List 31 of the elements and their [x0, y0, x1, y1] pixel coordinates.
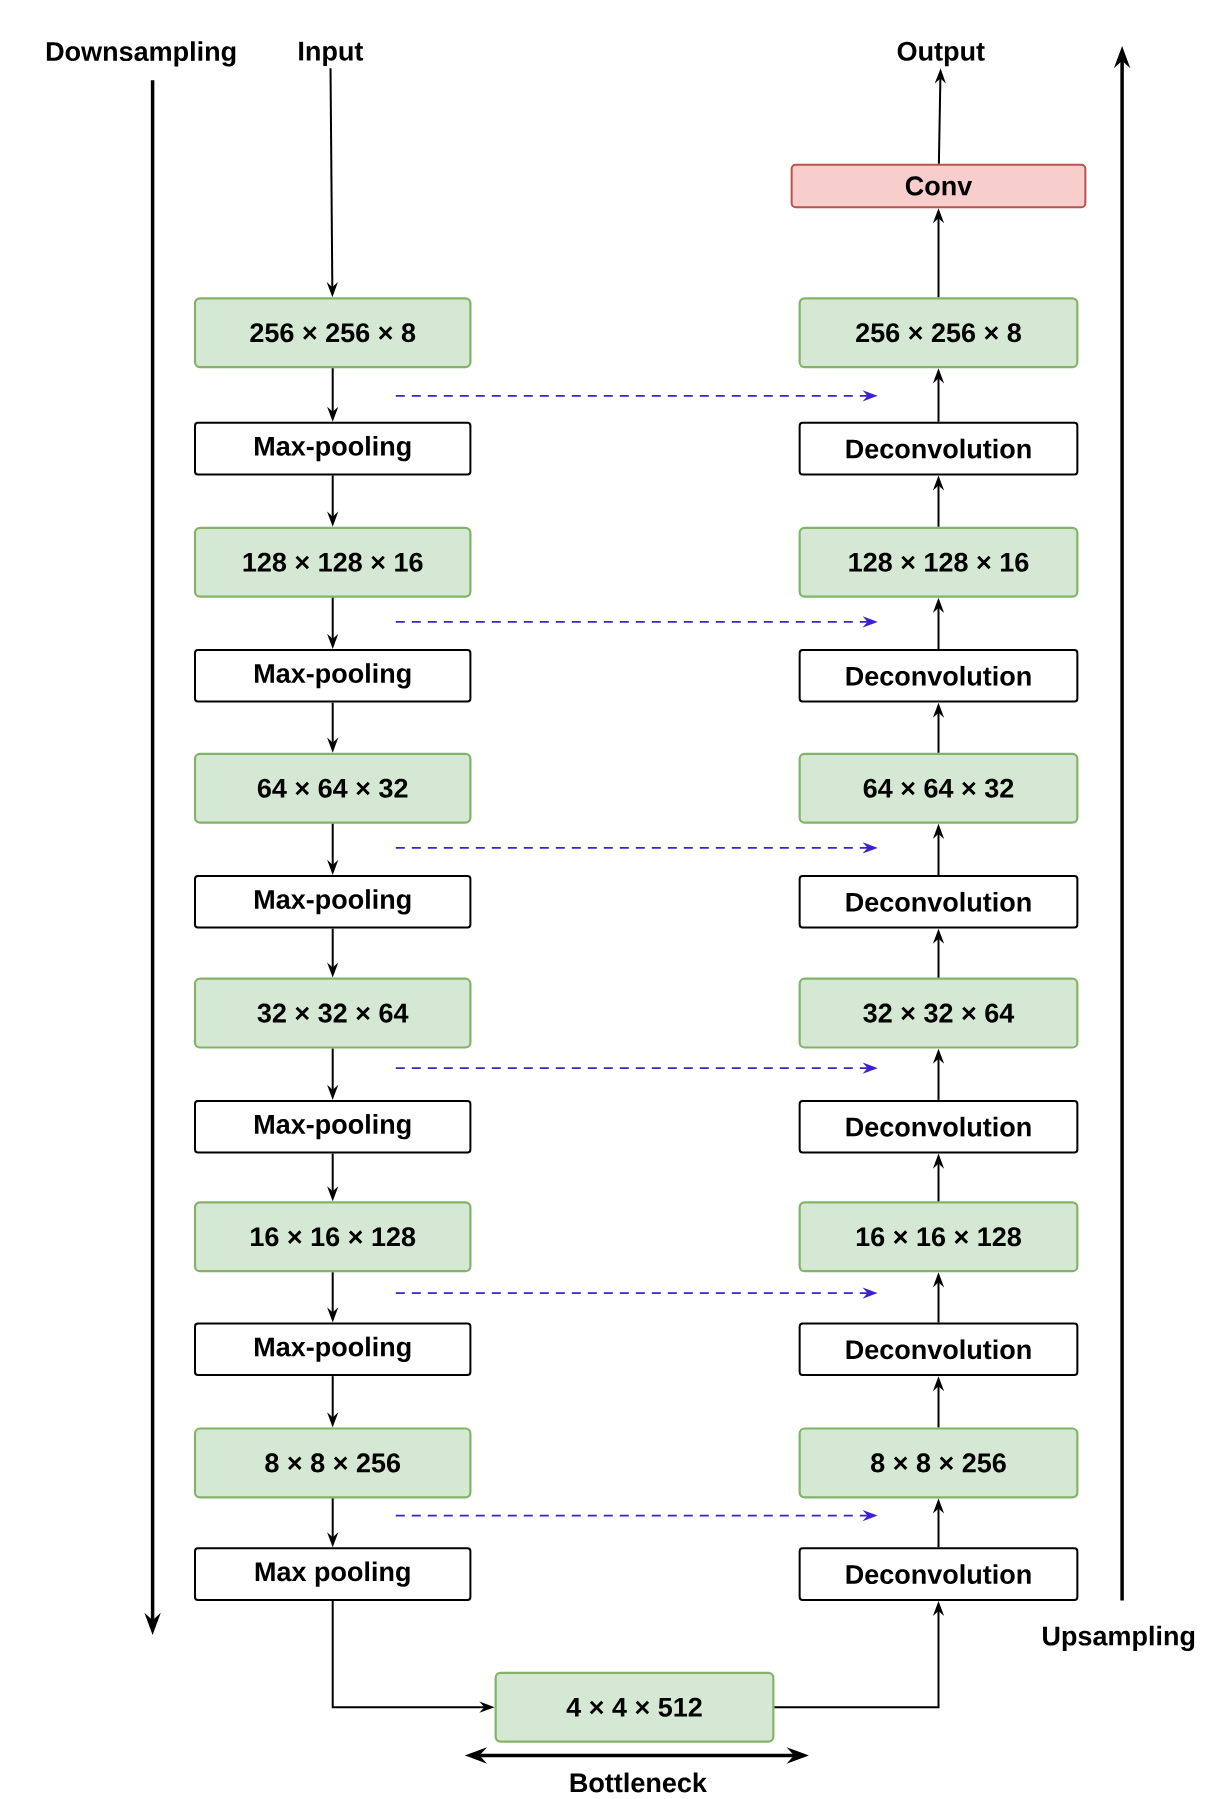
layer-box: Deconvolution: [798, 649, 1079, 703]
layer-box: Deconvolution: [798, 1322, 1079, 1377]
layer-box: Deconvolution: [798, 1547, 1079, 1601]
conv-box: Conv: [790, 163, 1087, 209]
feature-map-box: 16 × 16 × 128: [798, 1201, 1079, 1273]
feature-map-box: 64 × 64 × 32: [193, 752, 472, 824]
feature-map-box: 8 × 8 × 256: [798, 1427, 1079, 1499]
layer-box: Deconvolution: [798, 421, 1079, 476]
feature-map-box: 128 × 128 × 16: [193, 526, 472, 598]
feature-map-box: 128 × 128 × 16: [798, 526, 1079, 598]
feature-map-box: 64 × 64 × 32: [798, 752, 1079, 824]
axis-label: Bottleneck: [570, 1772, 707, 1793]
feature-map-box: 256 × 256 × 8: [798, 297, 1079, 369]
axis-label: Downsampling: [46, 41, 236, 67]
feature-map-box: 32 × 32 × 64: [798, 977, 1079, 1049]
layer-box: Max-pooling: [194, 649, 472, 703]
feature-map-box: 256 × 256 × 8: [193, 297, 472, 369]
feature-map-box: 16 × 16 × 128: [193, 1201, 472, 1273]
node-label: Input: [299, 41, 364, 66]
layer-box: Max-pooling: [194, 1099, 472, 1154]
layer-box: Max pooling: [194, 1547, 472, 1601]
node-label: Output: [897, 41, 985, 67]
feature-map-box: 4 × 4 × 512: [494, 1671, 775, 1743]
layer-box: Max-pooling: [194, 1322, 472, 1377]
layer-box: Max-pooling: [194, 421, 472, 476]
axis-label: Upsampling: [1043, 1625, 1195, 1652]
layer-box: Max-pooling: [194, 875, 472, 929]
feature-map-box: 32 × 32 × 64: [193, 977, 472, 1049]
layer-box: Deconvolution: [798, 875, 1079, 929]
feature-map-box: 8 × 8 × 256: [193, 1427, 472, 1499]
layer-box: Deconvolution: [798, 1099, 1079, 1154]
